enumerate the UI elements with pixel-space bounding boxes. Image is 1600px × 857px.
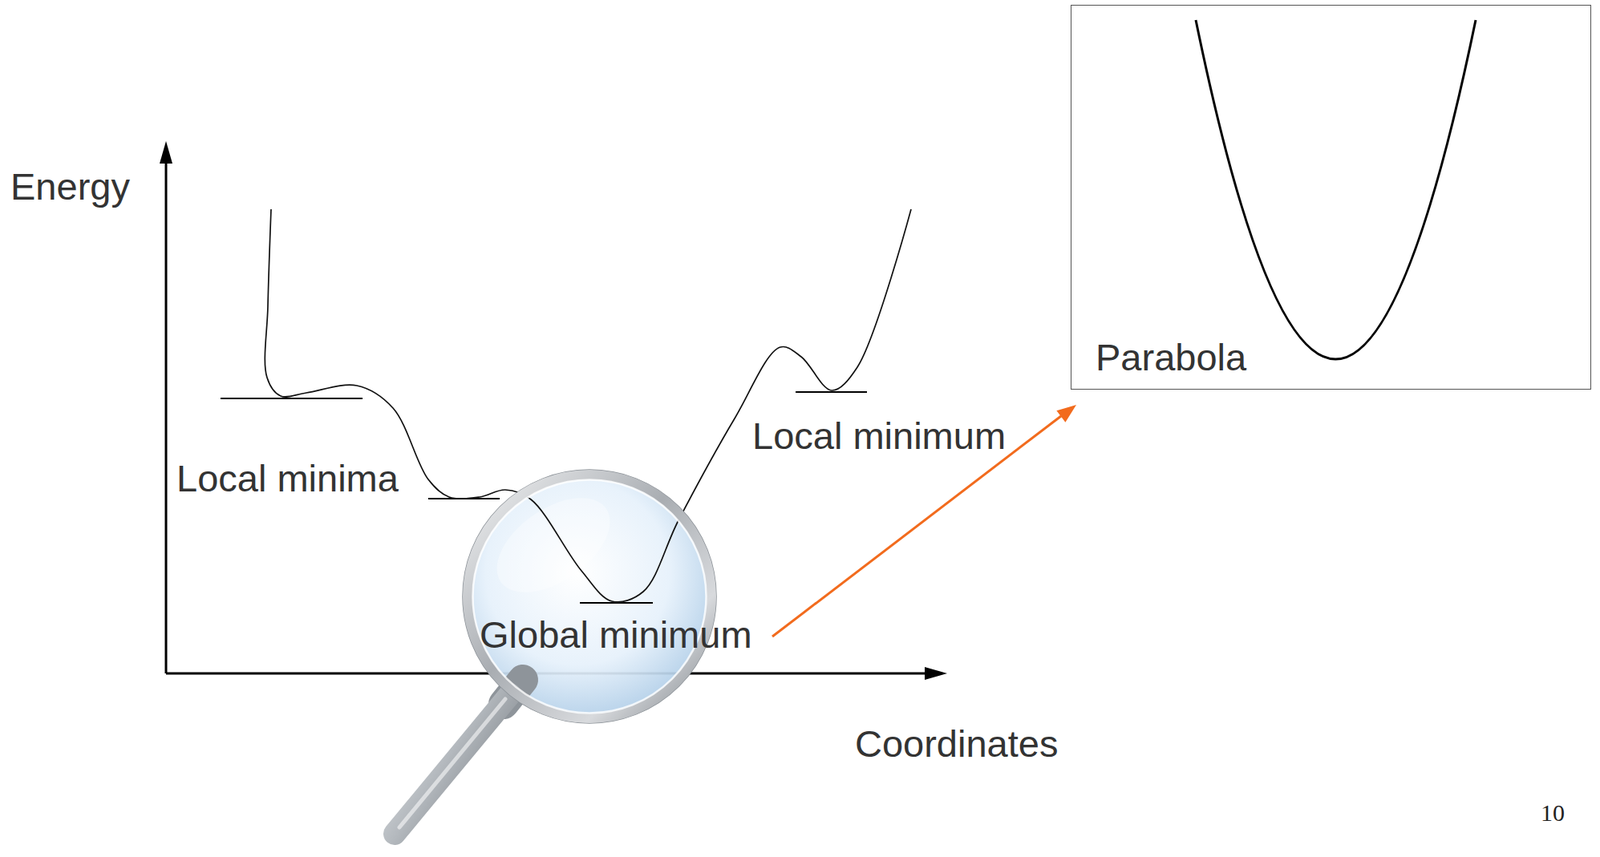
- energy-curve: [264, 209, 912, 603]
- minimum-label: Local minimum: [752, 414, 1006, 458]
- page-number: 10: [1540, 799, 1565, 828]
- axis-title: Coordinates: [854, 722, 1058, 766]
- axis-title: Energy: [10, 165, 130, 209]
- minimum-level: [220, 397, 363, 400]
- handle-highlight: [399, 699, 506, 828]
- magnifier-lens: [471, 478, 708, 715]
- minimum-level: [579, 602, 653, 604]
- axis-arrowhead: [924, 667, 948, 681]
- minimum-level: [428, 498, 500, 500]
- y-axis: [165, 160, 168, 674]
- minimum-level: [795, 391, 867, 393]
- lens-highlight: [480, 478, 628, 612]
- magnifier-rim: [473, 480, 707, 714]
- minimum-label: Local minima: [176, 457, 399, 501]
- magnifier-handle: [394, 694, 511, 835]
- parabola-curve: [1195, 20, 1476, 360]
- node-label: Parabola: [1095, 336, 1247, 380]
- pointer-arrowhead: [1056, 405, 1077, 423]
- minimum-label: Global minimum: [479, 613, 753, 657]
- magnifier-rim: [462, 469, 717, 724]
- magnifier-rim: [467, 474, 712, 719]
- inset-box: Parabola: [1070, 4, 1592, 390]
- axis-arrowhead: [159, 141, 173, 164]
